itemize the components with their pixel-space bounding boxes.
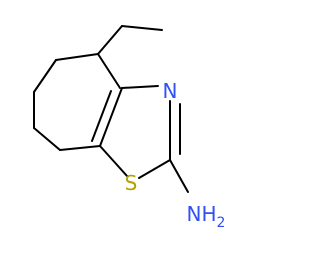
bond — [121, 25, 163, 31]
bond — [99, 145, 128, 177]
amine-group-label: NH2 — [187, 202, 226, 231]
bond — [91, 90, 112, 142]
amine-subscript: 2 — [217, 215, 226, 231]
molecule-canvas: N S NH2 — [33, 25, 226, 231]
bond — [99, 87, 123, 147]
bond — [121, 85, 159, 89]
bond — [97, 53, 121, 89]
bond — [59, 145, 101, 151]
nitrogen-atom-label: N — [163, 79, 178, 103]
bond — [33, 127, 61, 151]
amine-nh-text: NH — [187, 202, 217, 226]
bond — [97, 25, 123, 55]
sulfur-atom-label: S — [125, 171, 138, 195]
bonds — [33, 25, 189, 193]
bond — [55, 53, 99, 61]
bond — [33, 59, 57, 93]
bond — [138, 159, 171, 179]
structure-diagram: N S NH2 — [33, 25, 226, 231]
bond — [169, 159, 189, 193]
